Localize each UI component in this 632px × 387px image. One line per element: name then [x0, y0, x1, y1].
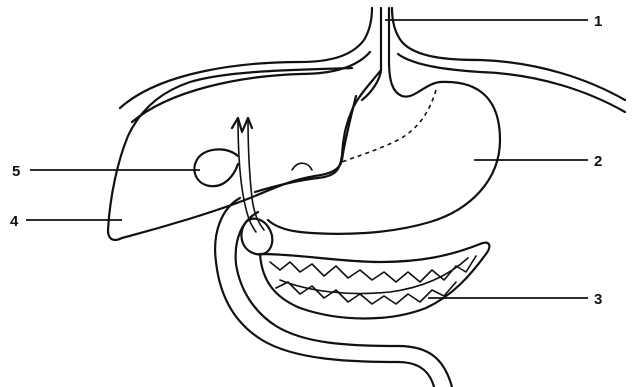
esophagus [362, 8, 389, 100]
label-2: 2 [594, 153, 602, 170]
diaphragm [120, 8, 625, 122]
label-4: 4 [10, 213, 19, 230]
label-5: 5 [12, 163, 20, 180]
label-3: 3 [594, 291, 602, 308]
liver [108, 68, 356, 240]
pancreas [260, 243, 489, 319]
stomach [255, 60, 500, 234]
label-1: 1 [594, 13, 602, 30]
